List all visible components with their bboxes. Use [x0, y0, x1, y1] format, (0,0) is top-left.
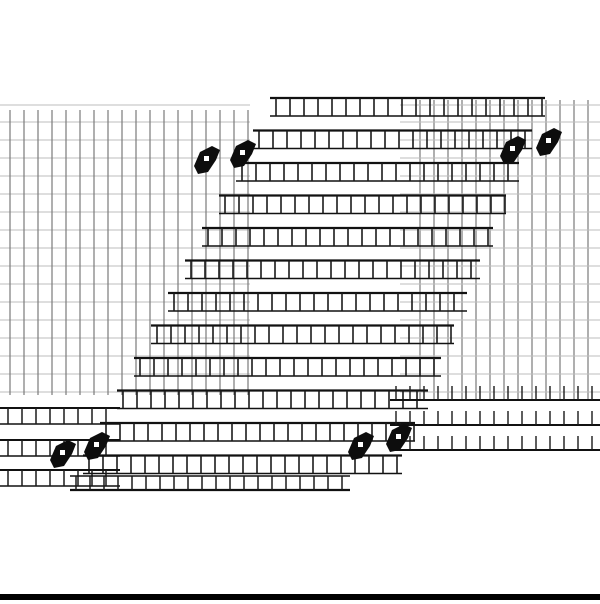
mounting-clip-icon: [500, 136, 526, 164]
back-rack: [0, 100, 600, 400]
mounting-clip-icon: [386, 424, 412, 452]
mounting-clip-icon: [50, 440, 76, 468]
bottom-edge-bar: [0, 594, 600, 600]
mounting-clip-icon: [84, 432, 110, 460]
mounting-clip-icon: [536, 128, 562, 156]
mounting-clip-icon: [194, 146, 220, 174]
mounting-clip-icon: [230, 140, 256, 168]
mounting-clip-icon: [348, 432, 374, 460]
front-rack: [0, 96, 600, 492]
mounting-clips: [50, 128, 562, 468]
